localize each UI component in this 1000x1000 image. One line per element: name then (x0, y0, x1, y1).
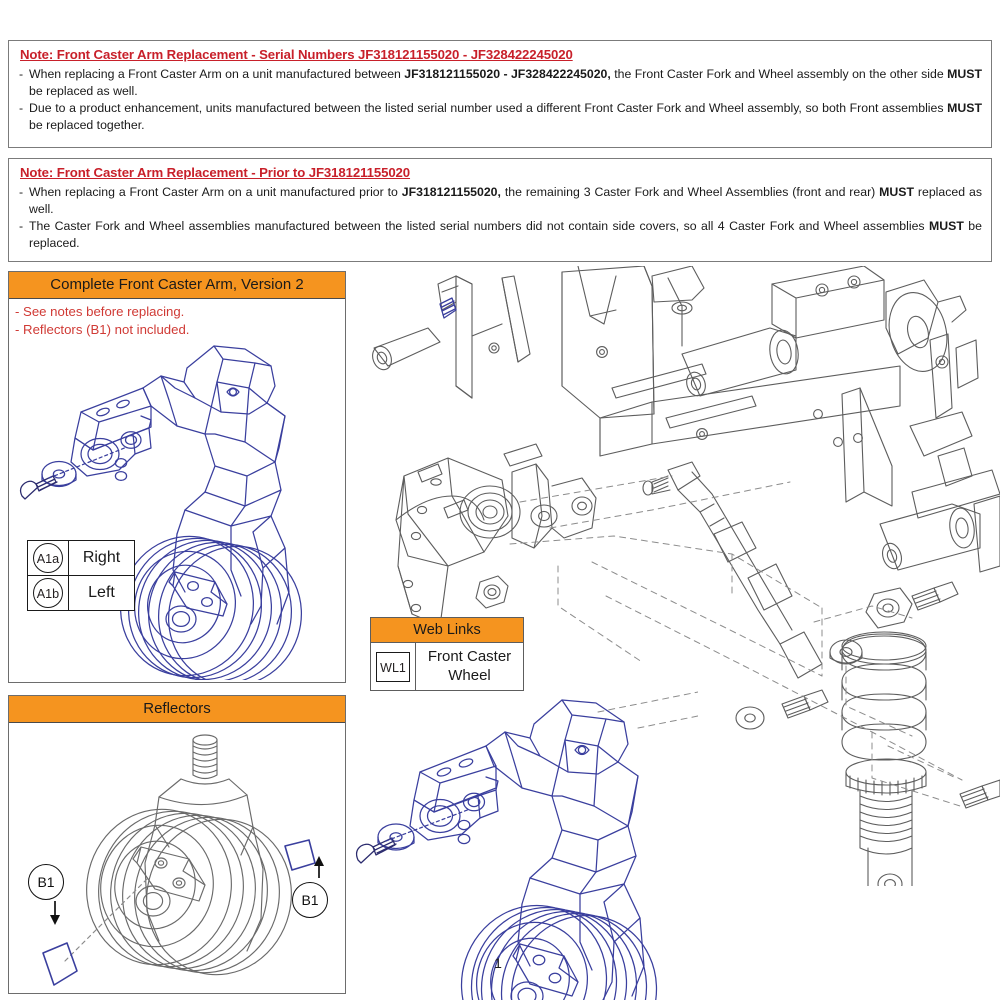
callout-bubble-wl1: WL1 (376, 651, 410, 682)
panel-header-caster-arm: Complete Front Caster Arm, Version 2 (9, 272, 345, 299)
web-link-code-cell: WL1 (371, 643, 416, 690)
callout-b1-right: B1 (292, 882, 328, 918)
note-item: When replacing a Front Caster Arm on a u… (18, 66, 982, 99)
legend-label-left: Left (68, 575, 135, 611)
chassis-assembly-illustration (352, 266, 1000, 886)
note-box-serial-range: Note: Front Caster Arm Replacement - Ser… (8, 40, 992, 148)
legend-bubble-cell: A1b (27, 575, 69, 611)
table-row: A1a Right (27, 540, 135, 576)
callout-bubble-a1a: A1a (33, 543, 63, 573)
panel-header-web-links: Web Links (371, 618, 523, 643)
callout-bubble-a1b: A1b (33, 578, 63, 608)
reflector-caster-illustration (9, 723, 345, 993)
legend-bubble-cell: A1a (27, 540, 69, 576)
panel-header-reflectors: Reflectors (9, 696, 345, 723)
note-item: When replacing a Front Caster Arm on a u… (18, 184, 982, 217)
note-list: When replacing a Front Caster Arm on a u… (18, 184, 982, 251)
front-caster-arm-main-illustration (348, 690, 698, 1000)
note-title: Note: Front Caster Arm Replacement - Pri… (20, 165, 411, 180)
panel-reflectors: Reflectors (8, 695, 346, 994)
note-list: When replacing a Front Caster Arm on a u… (18, 66, 982, 133)
callout-arrows (9, 696, 345, 993)
subnote-line: - See notes before replacing. (15, 304, 185, 319)
subnote-line: - Reflectors (B1) not included. (15, 322, 190, 337)
panel-subnotes: - See notes before replacing. - Reflecto… (9, 299, 345, 339)
legend-label-right: Right (68, 540, 135, 576)
caster-arm-illustration (9, 330, 345, 680)
panel-complete-front-caster-arm: Complete Front Caster Arm, Version 2 - S… (8, 271, 346, 683)
note-item: Due to a product enhancement, units manu… (18, 100, 982, 133)
page-number: 1 (494, 955, 502, 971)
legend-table-caster-sides: A1a Right A1b Left (27, 540, 135, 611)
note-box-prior-serial: Note: Front Caster Arm Replacement - Pri… (8, 158, 992, 262)
note-item: The Caster Fork and Wheel assemblies man… (18, 218, 982, 251)
callout-b1-left: B1 (28, 864, 64, 900)
note-title: Note: Front Caster Arm Replacement - Ser… (20, 47, 573, 62)
table-row: A1b Left (27, 575, 135, 611)
